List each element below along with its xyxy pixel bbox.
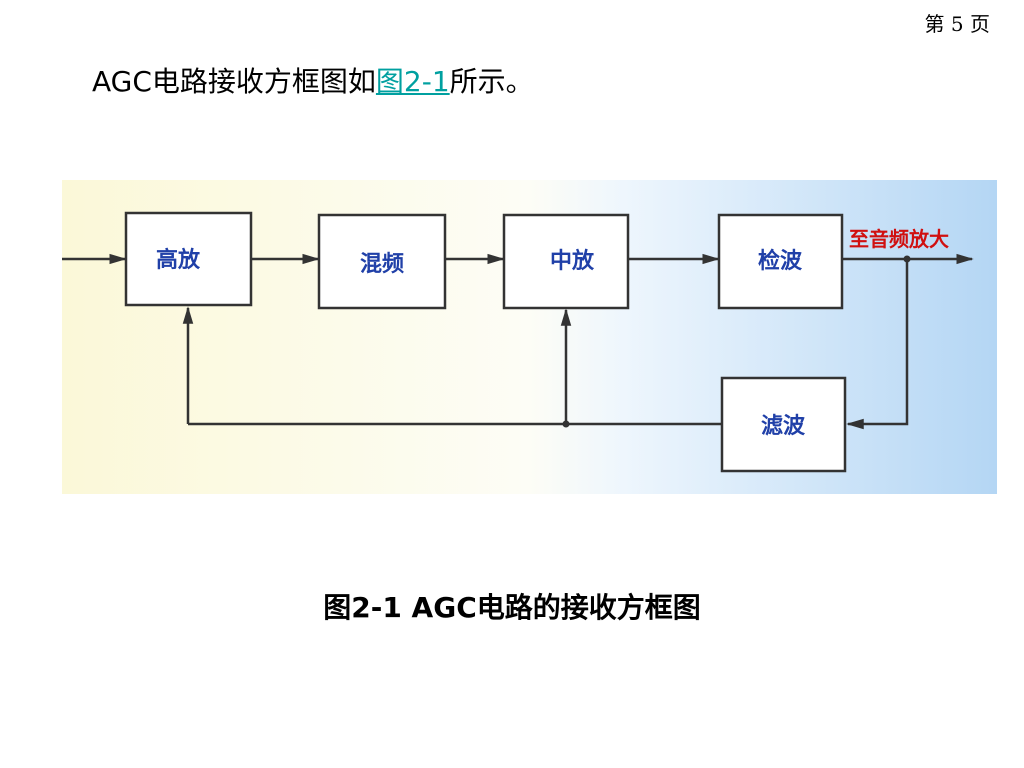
figure-caption: 图2-1 AGC电路的接收方框图 — [323, 591, 701, 624]
rf-amp-label: 高放 — [156, 247, 201, 273]
filter-label: 滤波 — [761, 413, 806, 439]
filter-block — [720, 376, 847, 473]
detector-block — [717, 213, 844, 310]
if-amp-block — [502, 213, 630, 310]
if-amp-label: 中放 — [550, 248, 595, 274]
mixer-block — [317, 213, 447, 310]
agc-junction-dot — [562, 420, 570, 428]
figure-link[interactable]: 图2-1 — [375, 65, 450, 98]
agc-block-diagram: 高放 混频 中放 检波 滤波 至音频放大 — [62, 180, 997, 494]
intro-text: AGC电路接收方框图如图2-1所示。 — [92, 60, 534, 100]
page-number: 第 5 页 — [924, 12, 990, 36]
intro-prefix: AGC电路接收方框图如 — [92, 65, 376, 98]
intro-suffix: 所示。 — [449, 65, 534, 98]
rf-amp-block — [124, 211, 253, 307]
detector-label: 检波 — [758, 248, 803, 274]
output-junction-dot — [903, 255, 911, 263]
detector-to-filter-line — [846, 259, 909, 430]
output-label: 至音频放大 — [849, 227, 949, 251]
mixer-label: 混频 — [360, 251, 404, 277]
